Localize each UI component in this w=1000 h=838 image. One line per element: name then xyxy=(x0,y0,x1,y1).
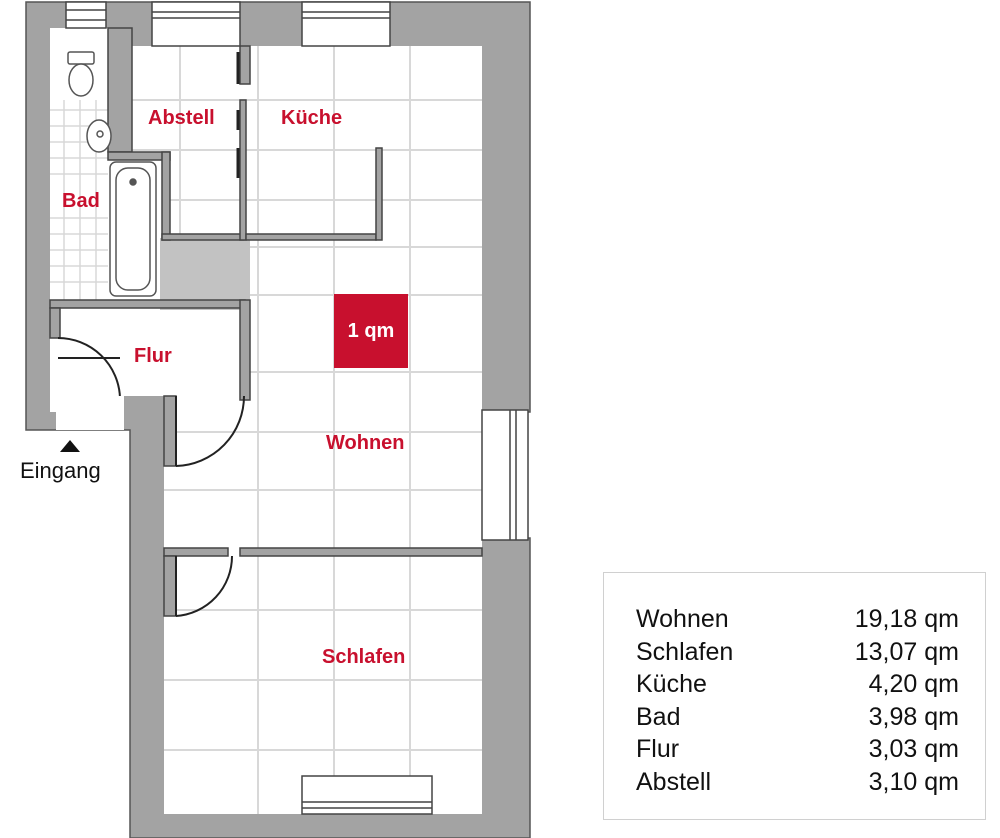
room-label-wohnen: Wohnen xyxy=(326,432,405,454)
area-value: 3,03 qm xyxy=(868,735,959,763)
room-label-bad: Bad xyxy=(62,190,100,212)
bath-tiles xyxy=(50,100,108,300)
area-value: 13,07 qm xyxy=(854,637,959,666)
room-label-flur: Flur xyxy=(134,345,172,367)
window-wohnen xyxy=(481,409,529,541)
interior-floor xyxy=(50,28,482,814)
area-value: 3,98 qm xyxy=(868,702,959,731)
flur-entrance-door xyxy=(57,337,121,399)
room-label-abstell: Abstell xyxy=(148,107,215,129)
floor-grid xyxy=(132,46,482,814)
room-label-kueche: Küche xyxy=(281,107,342,129)
area-row: Abstell 3,10 qm xyxy=(636,766,959,799)
area-row: Bad 3,98 qm xyxy=(636,701,959,734)
arrow-up-icon xyxy=(60,440,80,452)
area-row: Flur 3,03 qm xyxy=(636,733,959,766)
area-row: Schlafen 13,07 qm xyxy=(636,636,959,669)
entrance-opening xyxy=(56,396,124,430)
scale-marker-box xyxy=(334,294,408,368)
toilet-icon xyxy=(67,51,95,97)
area-table: Wohnen 19,18 qm Schlafen 13,07 qm Küche 4,2… xyxy=(603,572,986,820)
area-room: Schlafen xyxy=(636,637,734,666)
schlafen-door xyxy=(175,555,234,617)
wohnen-door xyxy=(175,395,245,467)
room-label-schlafen: Schlafen xyxy=(322,646,405,668)
area-value: 3,10 qm xyxy=(868,767,959,796)
bathtub-icon xyxy=(109,161,157,297)
area-room: Abstell xyxy=(636,767,712,796)
entrance-label: Eingang xyxy=(20,458,101,483)
area-room: Wohnen xyxy=(636,605,729,633)
interior-walls xyxy=(49,27,483,617)
windows xyxy=(65,1,529,815)
doors xyxy=(57,52,245,617)
hall-grey-area xyxy=(160,238,250,310)
area-value: 4,20 qm xyxy=(868,670,959,698)
window-bath xyxy=(65,1,107,29)
scale-marker-label: 1 qm xyxy=(348,320,395,342)
area-row: Wohnen 19,18 qm xyxy=(636,603,959,636)
window-abstell xyxy=(151,1,241,47)
area-row: Küche 4,20 qm xyxy=(636,668,959,701)
area-value: 19,18 qm xyxy=(854,605,959,633)
area-room: Flur xyxy=(636,735,680,763)
sink-icon xyxy=(86,119,112,153)
window-kueche xyxy=(301,1,391,47)
area-room: Küche xyxy=(636,670,707,698)
area-room: Bad xyxy=(636,702,681,731)
